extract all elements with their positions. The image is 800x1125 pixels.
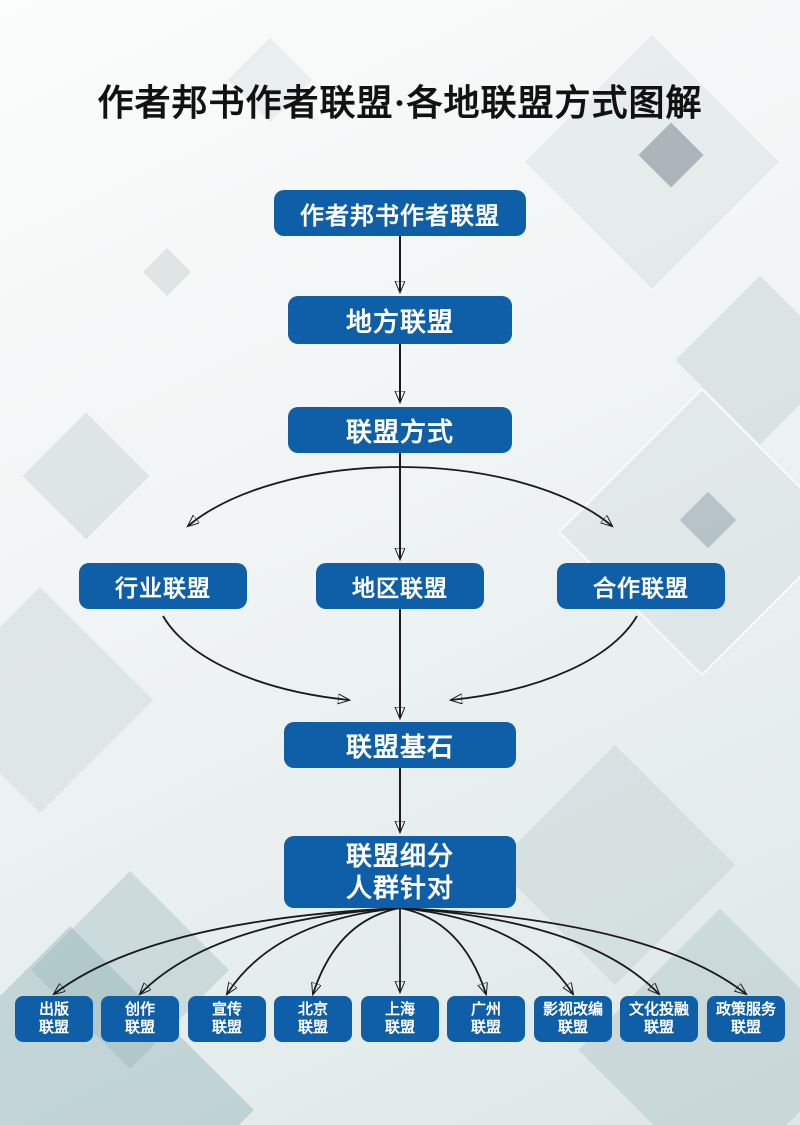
flow-node-segmentation: 联盟细分 人群针对	[284, 836, 516, 908]
flow-node-root: 作者邦书作者联盟	[274, 190, 526, 236]
flow-leaf-shanghai: 上海 联盟	[361, 996, 439, 1042]
flow-leaf-film-adaptation: 影视改编 联盟	[534, 996, 612, 1042]
leaf-line-1: 宣传	[211, 1001, 242, 1018]
leaf-line-1: 政策服务	[715, 1001, 776, 1018]
leaf-line-1: 上海	[384, 1001, 415, 1018]
leaf-line-2: 联盟	[470, 1019, 501, 1036]
flow-leaf-promotion: 宣传 联盟	[188, 996, 266, 1042]
flow-leaf-publishing: 出版 联盟	[15, 996, 93, 1042]
leaf-line-2: 联盟	[557, 1019, 588, 1036]
leaf-line-2: 联盟	[211, 1019, 242, 1036]
leaf-line-1: 北京	[297, 1001, 328, 1018]
leaf-line-1: 影视改编	[542, 1001, 603, 1018]
segment-line-2: 人群针对	[345, 873, 454, 903]
deco-diamond	[142, 247, 192, 297]
deco-diamond	[521, 31, 783, 293]
flow-leaf-creation: 创作 联盟	[101, 996, 179, 1042]
leaf-line-2: 联盟	[730, 1019, 761, 1036]
flow-node-local-alliance: 地方联盟	[288, 296, 512, 344]
deco-diamond	[20, 410, 152, 542]
flow-node-region-alliance: 地区联盟	[316, 563, 484, 609]
leaf-line-2: 联盟	[38, 1019, 69, 1036]
flow-leaf-guangzhou: 广州 联盟	[447, 996, 525, 1042]
leaf-line-1: 出版	[38, 1001, 69, 1018]
flow-node-cooperation-alliance: 合作联盟	[557, 563, 725, 609]
deco-diamond	[679, 491, 737, 549]
leaf-line-2: 联盟	[384, 1019, 415, 1036]
page-title: 作者邦书作者联盟·各地联盟方式图解	[97, 83, 703, 123]
flow-node-alliance-method: 联盟方式	[288, 407, 512, 453]
leaf-line-2: 联盟	[297, 1019, 328, 1036]
leaf-line-1: 文化投融	[628, 1001, 689, 1018]
deco-diamond	[638, 122, 704, 188]
deco-diamond	[494, 744, 736, 986]
segment-line-1: 联盟细分	[345, 840, 454, 871]
leaf-line-2: 联盟	[643, 1019, 674, 1036]
deco-diamond	[557, 387, 800, 677]
flow-leaf-beijing: 北京 联盟	[274, 996, 352, 1042]
leaf-line-1: 广州	[470, 1001, 501, 1018]
leaf-line-1: 创作	[124, 1001, 155, 1018]
deco-diamond	[0, 586, 154, 814]
flow-node-industry-alliance: 行业联盟	[79, 563, 247, 609]
flow-leaf-policy-service: 政策服务 联盟	[707, 996, 785, 1042]
leaf-line-2: 联盟	[124, 1019, 155, 1036]
deco-diamond	[675, 275, 800, 445]
flow-node-foundation: 联盟基石	[284, 722, 516, 768]
flow-leaf-culture-investment: 文化投融 联盟	[620, 996, 698, 1042]
